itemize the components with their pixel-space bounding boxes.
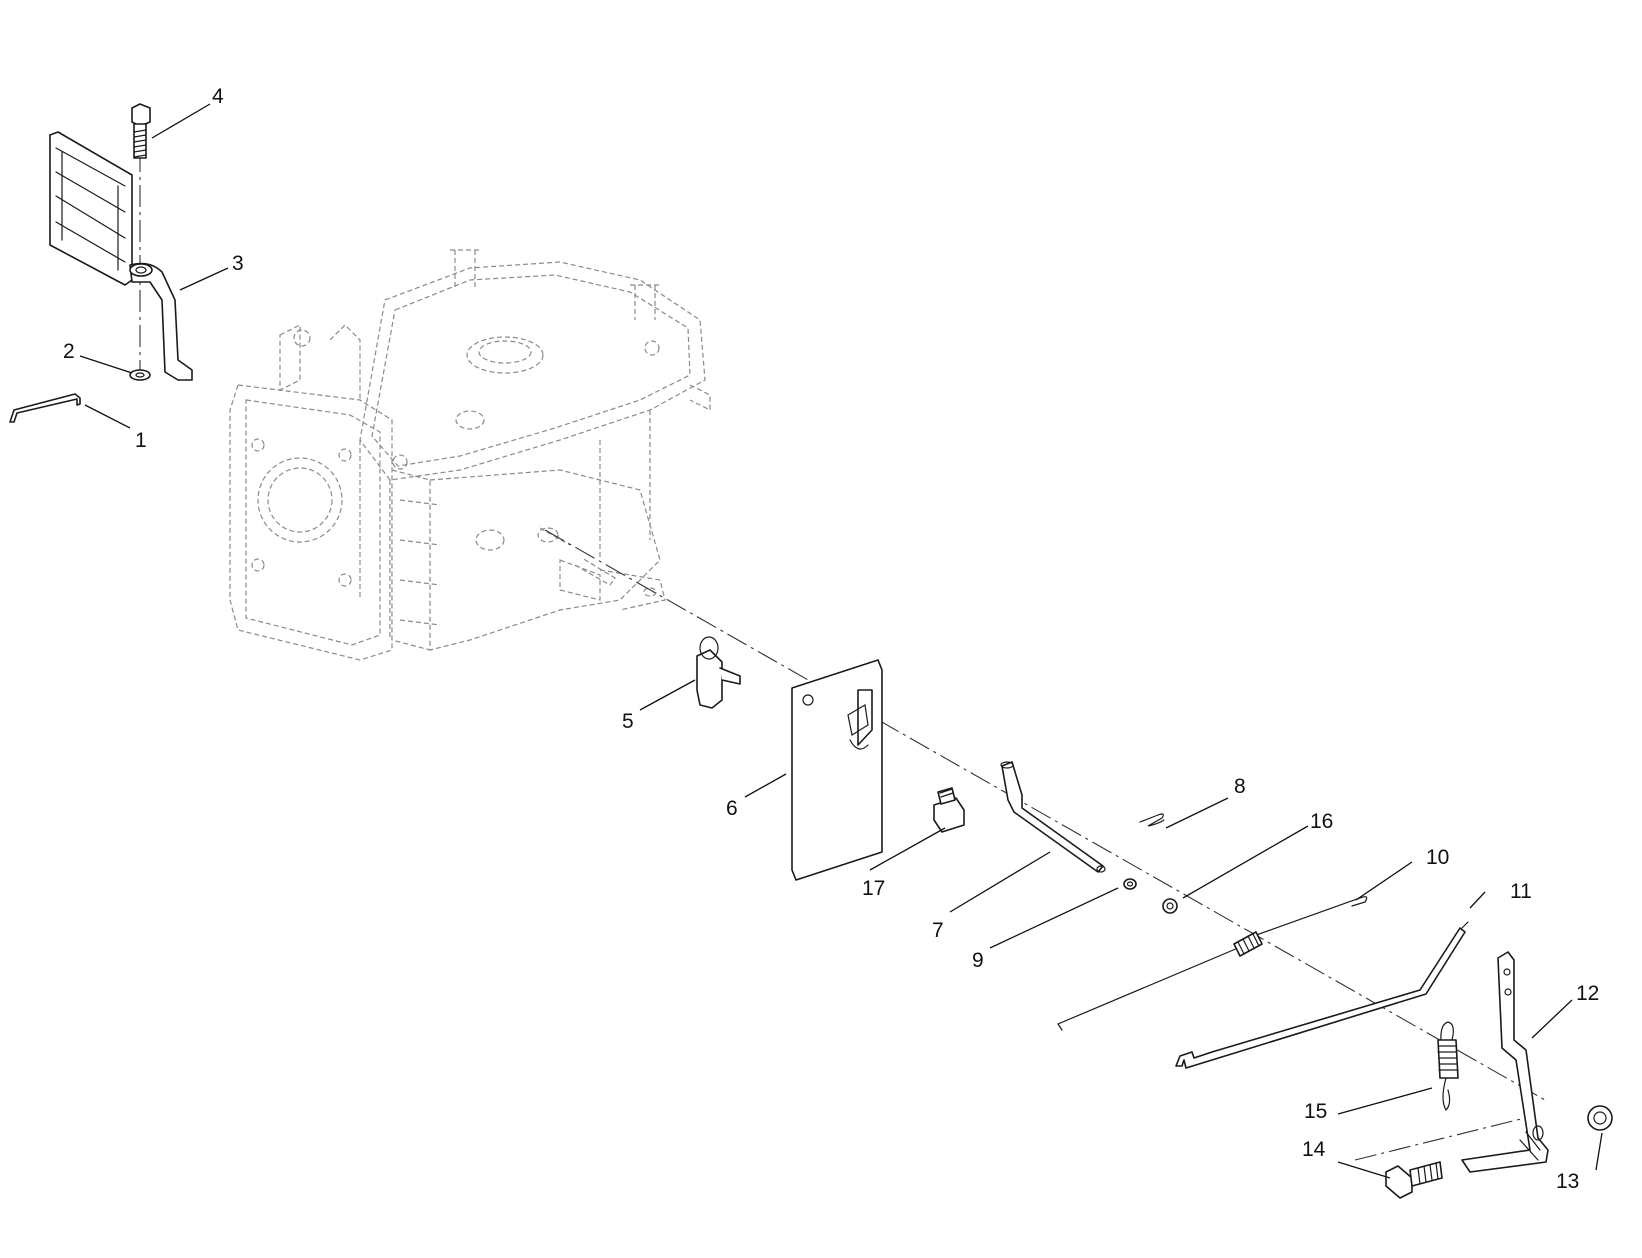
part-14-carriage-bolt (1385, 1161, 1443, 1199)
part-10-spring-link (1057, 896, 1368, 1031)
part-1-link-rod (9, 393, 81, 423)
part-8-hairpin-clip (1139, 813, 1165, 827)
callout-8: 8 (1234, 775, 1246, 798)
part-16-bushing (1162, 898, 1178, 914)
callout-3: 3 (232, 252, 244, 275)
part-7-bent-rod (1000, 761, 1106, 873)
callout-labels: 1 2 3 4 5 6 7 8 9 10 11 12 13 14 15 16 1… (63, 85, 1599, 1193)
part-3-guide-bracket (49, 131, 193, 381)
assembly-centerlines (139, 150, 1546, 1161)
callout-14: 14 (1302, 1138, 1326, 1161)
callout-1: 1 (135, 429, 147, 452)
part-17-bolt (933, 787, 965, 833)
callout-7: 7 (932, 919, 944, 942)
callout-5: 5 (622, 710, 634, 733)
callout-15: 15 (1304, 1100, 1327, 1123)
callout-9: 9 (972, 949, 984, 972)
part-12-control-lever (1461, 951, 1549, 1173)
callout-4: 4 (212, 85, 224, 108)
part-2-washer (129, 369, 151, 381)
leader-lines (79, 103, 1603, 1179)
callout-17: 17 (862, 877, 885, 900)
callout-13: 13 (1556, 1170, 1579, 1193)
callout-12: 12 (1576, 982, 1599, 1005)
callout-10: 10 (1426, 846, 1449, 869)
callout-2: 2 (63, 340, 75, 363)
callout-11: 11 (1510, 880, 1532, 903)
part-4-bolt (131, 103, 151, 159)
part-15-extension-spring (1437, 1021, 1459, 1111)
part-9-washer (1123, 878, 1137, 890)
part-13-flange-nut (1587, 1105, 1613, 1131)
part-5-shaft-clip (696, 636, 741, 709)
part-11-bent-link (1175, 921, 1469, 1069)
part-6-plate (791, 659, 883, 881)
callout-6: 6 (726, 797, 738, 820)
callout-16: 16 (1310, 810, 1333, 833)
engine-block-phantom (229, 249, 711, 661)
